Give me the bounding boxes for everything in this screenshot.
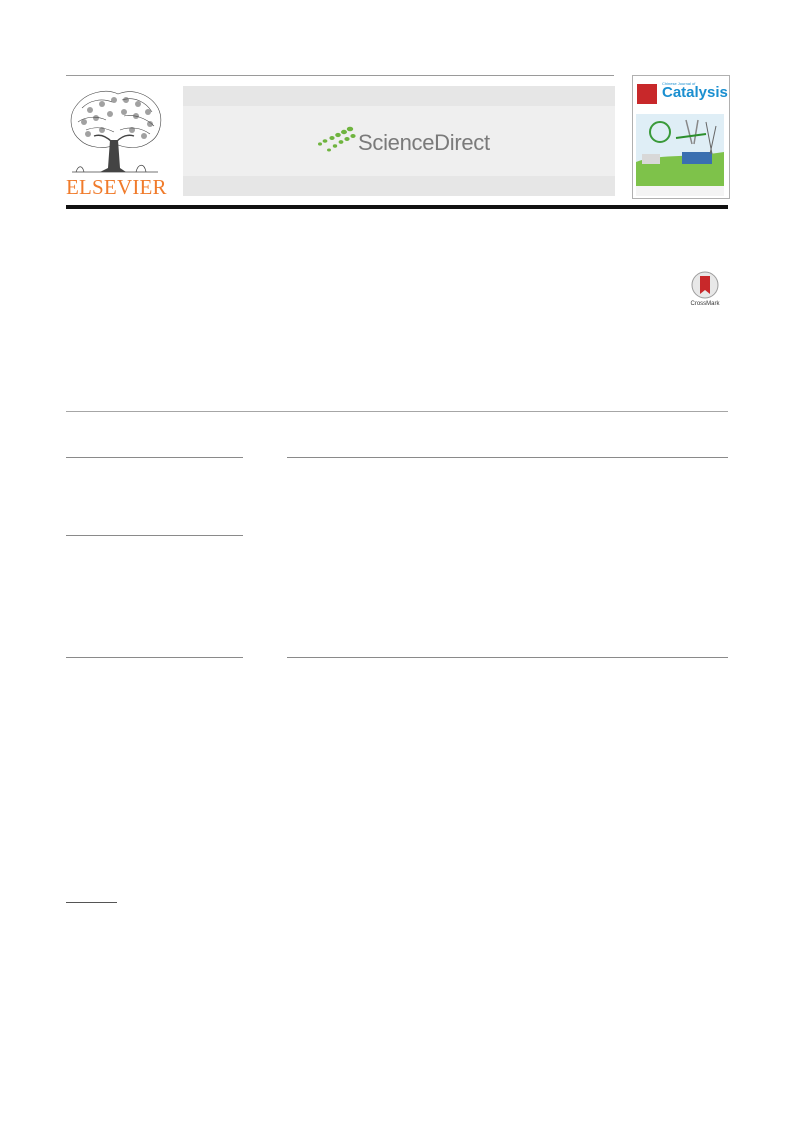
article-info-rule — [66, 457, 243, 458]
header-top-rule — [66, 75, 614, 76]
crossmark-icon[interactable] — [685, 270, 725, 312]
header-bottom-rule — [66, 205, 728, 209]
article-info-end-rule — [66, 657, 243, 658]
journal-cover-subtitle: Chinese Journal of — [662, 81, 696, 86]
elsevier-tree-icon — [70, 91, 162, 173]
journal-cover-title: Catalysis — [662, 84, 728, 101]
abstract-end-rule — [287, 657, 728, 658]
banner-band — [183, 106, 615, 176]
sciencedirect-banner[interactable]: ScienceDirect — [183, 86, 615, 198]
sciencedirect-dots-icon — [318, 126, 356, 152]
footnote-rule — [66, 902, 117, 903]
crossmark-label: CrossMark — [690, 301, 720, 307]
banner-band — [183, 86, 615, 106]
journal-cover[interactable]: Chinese Journal of Catalysis — [632, 75, 730, 199]
keywords-rule — [66, 535, 243, 536]
section-divider — [66, 411, 728, 412]
journal-seal-icon — [637, 84, 657, 104]
journal-cover-footer — [636, 186, 724, 196]
abstract-rule — [287, 457, 728, 458]
elsevier-wordmark: ELSEVIER — [66, 175, 167, 199]
sciencedirect-wordmark: ScienceDirect — [358, 130, 490, 155]
banner-band — [183, 176, 615, 196]
cover-illustration-icon — [636, 114, 724, 186]
